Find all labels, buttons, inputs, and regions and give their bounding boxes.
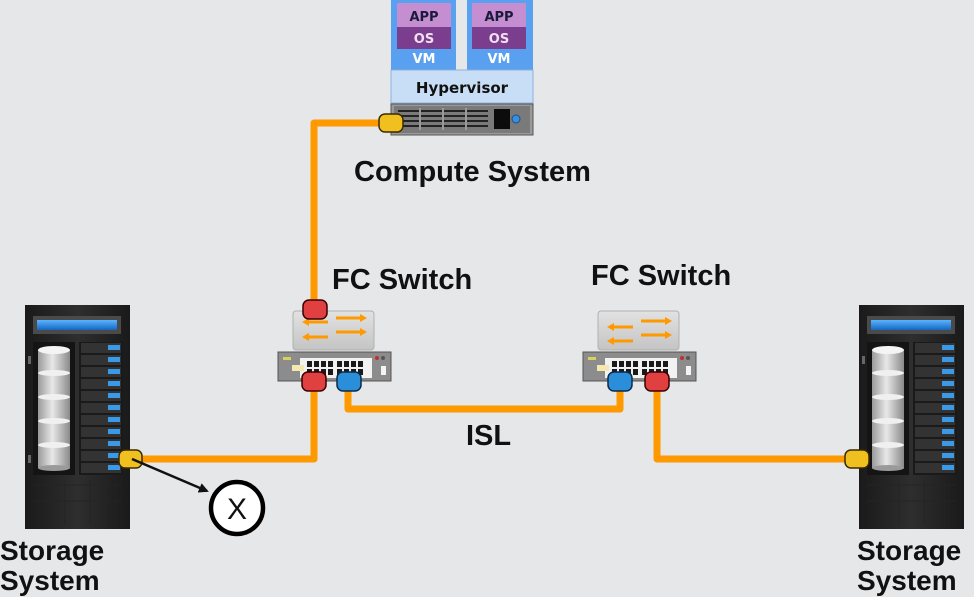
- vm-1-vm-label: VM: [413, 52, 436, 67]
- compute-system[interactable]: APP OS VM APP OS VM Hypervisor: [378, 0, 534, 136]
- drive-bays: [913, 342, 957, 475]
- failure-x-label: X: [227, 493, 247, 526]
- fc-switch-1[interactable]: [277, 299, 392, 392]
- storage-1-label-line2: System: [0, 565, 100, 596]
- cable-switch2-to-storage2: [653, 377, 861, 463]
- storage-system-2-label: Storage System: [857, 536, 961, 596]
- storage-2-label-line2: System: [857, 565, 957, 596]
- server-chassis-icon: [390, 103, 534, 136]
- storage-system-2[interactable]: [844, 305, 964, 529]
- storage-system-1-label: Storage System: [0, 536, 104, 596]
- storage-1-label-line1: Storage: [0, 535, 105, 566]
- switch-top-panel: [597, 310, 680, 351]
- switch1-port-isl[interactable]: [336, 371, 362, 392]
- storage-system-1[interactable]: [25, 305, 143, 529]
- compute-system-label: Compute System: [354, 156, 591, 188]
- failure-marker[interactable]: X: [208, 479, 266, 537]
- status-bar-icon: [871, 320, 951, 330]
- failure-circle-icon: [208, 479, 266, 537]
- compute-hba-port[interactable]: [378, 113, 404, 133]
- bidirectional-arrows-icon: [302, 314, 367, 341]
- hypervisor-label: Hypervisor: [416, 79, 509, 97]
- isl-cable: [344, 377, 624, 413]
- vm-divider: [456, 0, 467, 70]
- cable-storage1-to-switch1: [126, 377, 318, 463]
- storage-2-label-line1: Storage: [857, 535, 962, 566]
- vm-1[interactable]: APP OS VM: [397, 3, 451, 67]
- switch2-port-isl[interactable]: [607, 371, 633, 392]
- isl-label: ISL: [466, 420, 512, 452]
- storage2-port[interactable]: [844, 449, 870, 469]
- bidirectional-arrows-icon: [607, 317, 672, 345]
- drive-bays: [79, 342, 123, 475]
- power-led-icon: [511, 114, 521, 124]
- disk-stack-icon: [872, 346, 904, 471]
- vm-2-app-label: APP: [484, 10, 513, 25]
- vm-2-os-label: OS: [489, 32, 509, 47]
- vm-2[interactable]: APP OS VM: [472, 3, 526, 67]
- vm-1-os-label: OS: [414, 32, 434, 47]
- fc-switch-2[interactable]: [582, 310, 697, 392]
- storage1-port[interactable]: [118, 449, 143, 469]
- vm-2-vm-label: VM: [488, 52, 511, 67]
- fc-switch-1-label: FC Switch: [332, 264, 473, 296]
- cables: [126, 119, 861, 463]
- cable-compute-to-switch1: [310, 119, 395, 312]
- vm-1-app-label: APP: [409, 10, 438, 25]
- hypervisor-layer: [390, 69, 534, 104]
- status-bar-icon: [37, 320, 117, 330]
- fc-switch-2-label: FC Switch: [591, 260, 732, 292]
- switch1-port-storage[interactable]: [301, 371, 327, 392]
- disk-stack-icon: [38, 346, 70, 471]
- failure-arrow: [131, 457, 209, 493]
- switch1-port-compute[interactable]: [302, 299, 328, 320]
- switch2-port-storage[interactable]: [644, 371, 670, 392]
